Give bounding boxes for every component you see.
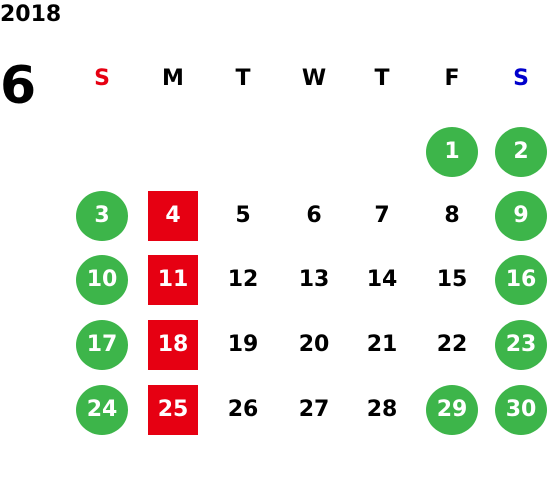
day-cell: 2 [495, 127, 547, 177]
weekday-label: T [374, 66, 390, 91]
month-number: 6 [0, 56, 37, 116]
day-cell: 10 [76, 255, 128, 305]
day-cell: 12 [227, 267, 259, 292]
day-cell: 29 [426, 385, 478, 435]
day-cell: 23 [495, 320, 547, 370]
day-cell: 19 [227, 332, 259, 357]
day-cell: 17 [76, 320, 128, 370]
day-cell: 24 [76, 385, 128, 435]
day-cell: 20 [298, 332, 330, 357]
day-cell: 26 [227, 397, 259, 422]
day-cell: 4 [148, 191, 198, 241]
day-cell: 6 [306, 203, 322, 228]
day-cell: 13 [298, 267, 330, 292]
weekday-label: S [513, 66, 529, 91]
weekday-label: W [301, 66, 327, 91]
day-cell: 11 [148, 255, 198, 305]
weekday-label: S [94, 66, 110, 91]
day-cell: 1 [426, 127, 478, 177]
day-cell: 27 [298, 397, 330, 422]
weekday-label: T [235, 66, 251, 91]
weekday-label: M [162, 66, 184, 91]
day-cell: 15 [436, 267, 468, 292]
day-cell: 25 [148, 385, 198, 435]
day-cell: 30 [495, 385, 547, 435]
day-cell: 16 [495, 255, 547, 305]
day-cell: 22 [436, 332, 468, 357]
day-cell: 9 [495, 191, 547, 241]
day-cell: 5 [235, 203, 251, 228]
day-cell: 3 [76, 191, 128, 241]
day-cell: 8 [444, 203, 460, 228]
weekday-label: F [444, 66, 460, 91]
day-cell: 28 [366, 397, 398, 422]
year-label: 2018 [0, 2, 62, 27]
day-cell: 21 [366, 332, 398, 357]
day-cell: 14 [366, 267, 398, 292]
day-cell: 18 [148, 320, 198, 370]
day-cell: 7 [374, 203, 390, 228]
